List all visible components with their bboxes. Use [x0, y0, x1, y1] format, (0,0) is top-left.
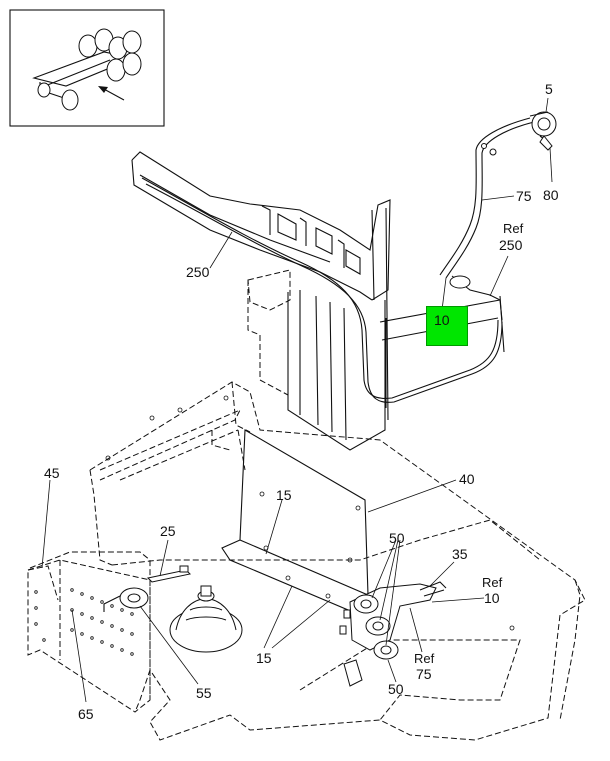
harness-250	[141, 177, 505, 408]
callout-45[interactable]: 45	[44, 465, 60, 481]
callout-ref-10-number[interactable]: 10	[484, 590, 500, 606]
callout-25[interactable]: 25	[160, 523, 176, 539]
shift-boot-icon	[169, 585, 243, 653]
electrical-box-45	[27, 559, 151, 713]
locator-inset	[9, 9, 165, 127]
panel-40	[221, 429, 369, 616]
callout-75[interactable]: 75	[516, 188, 532, 204]
callout-ref-250-number[interactable]: 250	[499, 237, 523, 253]
callout-ref-10-ref[interactable]: Ref	[482, 575, 503, 590]
callout-ref-250-ref[interactable]: Ref	[503, 221, 524, 236]
callout-80[interactable]: 80	[543, 187, 559, 203]
part-25-icon	[146, 565, 192, 583]
callout-10-highlighted[interactable]: 10	[434, 312, 450, 328]
box-vent-holes	[34, 588, 134, 656]
locator-arrow-icon	[98, 86, 125, 101]
clip-80-icon	[481, 135, 553, 156]
callout-ref-75-number[interactable]: 75	[416, 666, 432, 682]
leader-lines	[41, 97, 553, 703]
callout-40[interactable]: 40	[459, 471, 475, 487]
callout-15-bottom[interactable]: 15	[256, 650, 272, 666]
callout-50-bottom[interactable]: 50	[388, 681, 404, 697]
harness-75	[439, 117, 535, 301]
callout-5[interactable]: 5	[545, 81, 553, 97]
cab-upper-structure	[131, 151, 391, 451]
chassis-thumbnail-icon	[32, 28, 142, 111]
callout-65[interactable]: 65	[78, 706, 94, 722]
callout-ref-75-ref[interactable]: Ref	[414, 651, 435, 666]
callout-50-top[interactable]: 50	[389, 530, 405, 546]
connector-cluster-50	[339, 581, 447, 687]
switch-55-icon	[103, 587, 149, 612]
highlight-callout-10	[426, 306, 468, 346]
callout-35[interactable]: 35	[452, 546, 468, 562]
floor-pan	[29, 381, 586, 741]
callout-250[interactable]: 250	[186, 264, 210, 280]
callout-55[interactable]: 55	[196, 685, 212, 701]
callout-15-top[interactable]: 15	[276, 487, 292, 503]
